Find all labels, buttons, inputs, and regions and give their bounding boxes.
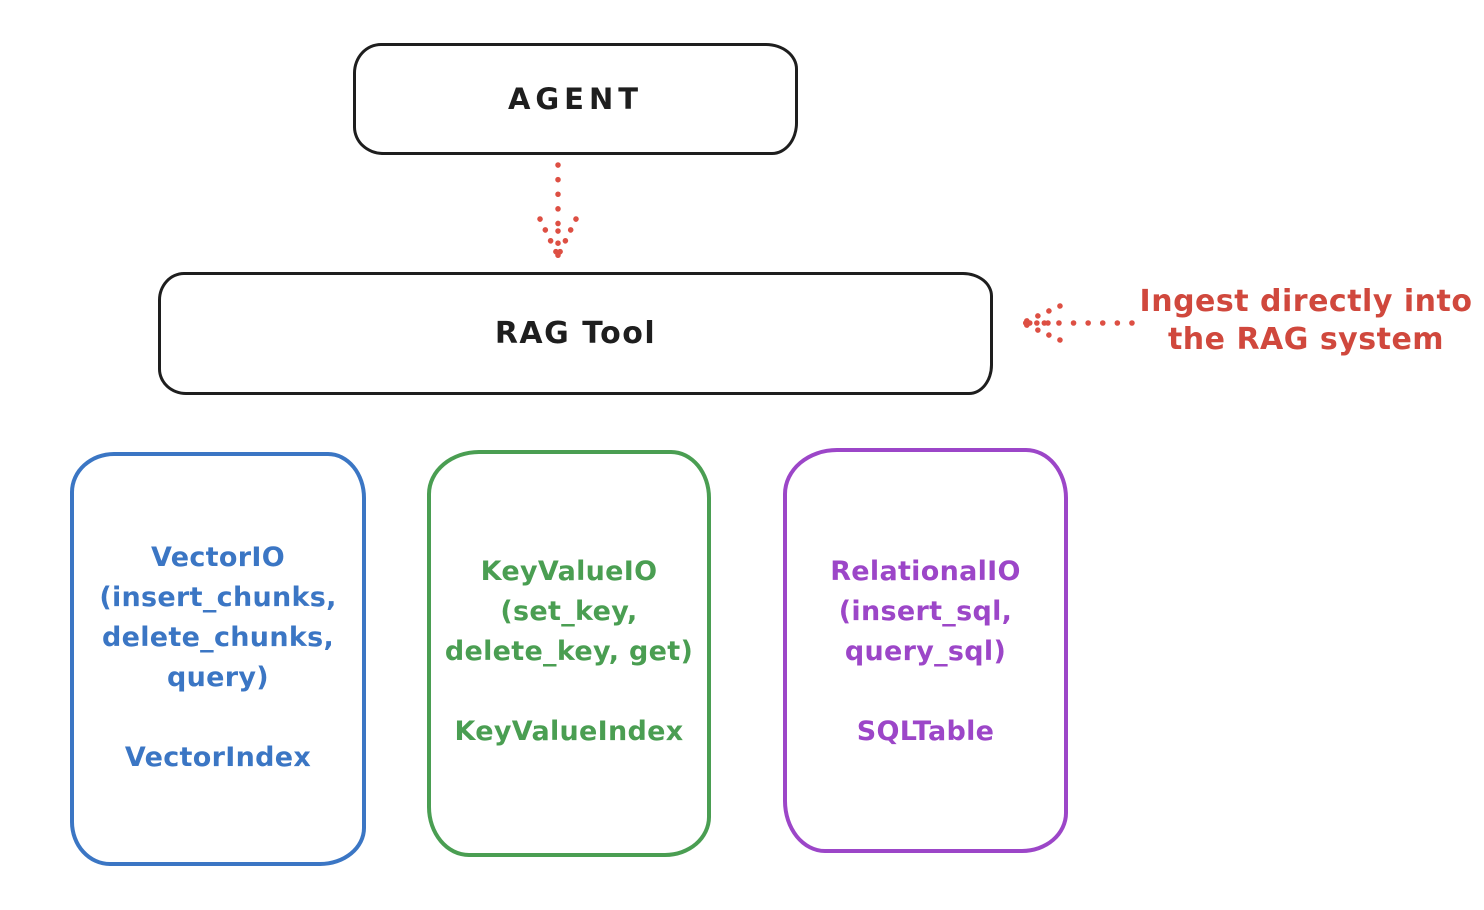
ingest-annotation-line2: the RAG system [1167, 322, 1445, 357]
vector-io-title: VectorIO [151, 542, 285, 573]
vector-io-method-line: delete_chunks, [101, 622, 335, 653]
sql-table-label: SQLTable [856, 716, 995, 747]
relational-io-method-line: query_sql) [844, 636, 1007, 667]
vector-index-label: VectorIndex [124, 742, 312, 773]
vector-io-box: VectorIO (insert_chunks, delete_chunks, … [70, 452, 366, 866]
rag-tool-box: RAG Tool [158, 272, 993, 395]
keyvalue-io-text: KeyValueIO (set_key, delete_key, get) Ke… [431, 552, 707, 752]
dotted-arrow-down-icon [537, 162, 579, 259]
ingest-annotation-line1: Ingest directly into [1139, 284, 1473, 319]
agent-box-label: AGENT [507, 82, 644, 116]
relational-io-title: RelationalIO [830, 556, 1021, 587]
agent-box: AGENT [353, 43, 798, 155]
ingest-annotation: Ingest directly into the RAG system [1128, 283, 1484, 359]
keyvalue-io-box: KeyValueIO (set_key, delete_key, get) Ke… [427, 450, 711, 857]
keyvalue-index-label: KeyValueIndex [454, 716, 684, 747]
rag-tool-box-label: RAG Tool [494, 316, 657, 351]
relational-io-text: RelationalIO (insert_sql, query_sql) SQL… [787, 552, 1064, 752]
keyvalue-io-method-line: (set_key, [500, 596, 638, 627]
vector-io-text: VectorIO (insert_chunks, delete_chunks, … [74, 538, 362, 778]
dotted-arrow-left-icon [1019, 303, 1135, 343]
relational-io-method-line: (insert_sql, [838, 596, 1013, 627]
vector-io-method-line: (insert_chunks, [99, 582, 337, 613]
keyvalue-io-method-line: delete_key, get) [444, 636, 694, 667]
vector-io-method-line: query) [167, 662, 269, 693]
relational-io-box: RelationalIO (insert_sql, query_sql) SQL… [783, 448, 1068, 853]
keyvalue-io-title: KeyValueIO [480, 556, 658, 587]
